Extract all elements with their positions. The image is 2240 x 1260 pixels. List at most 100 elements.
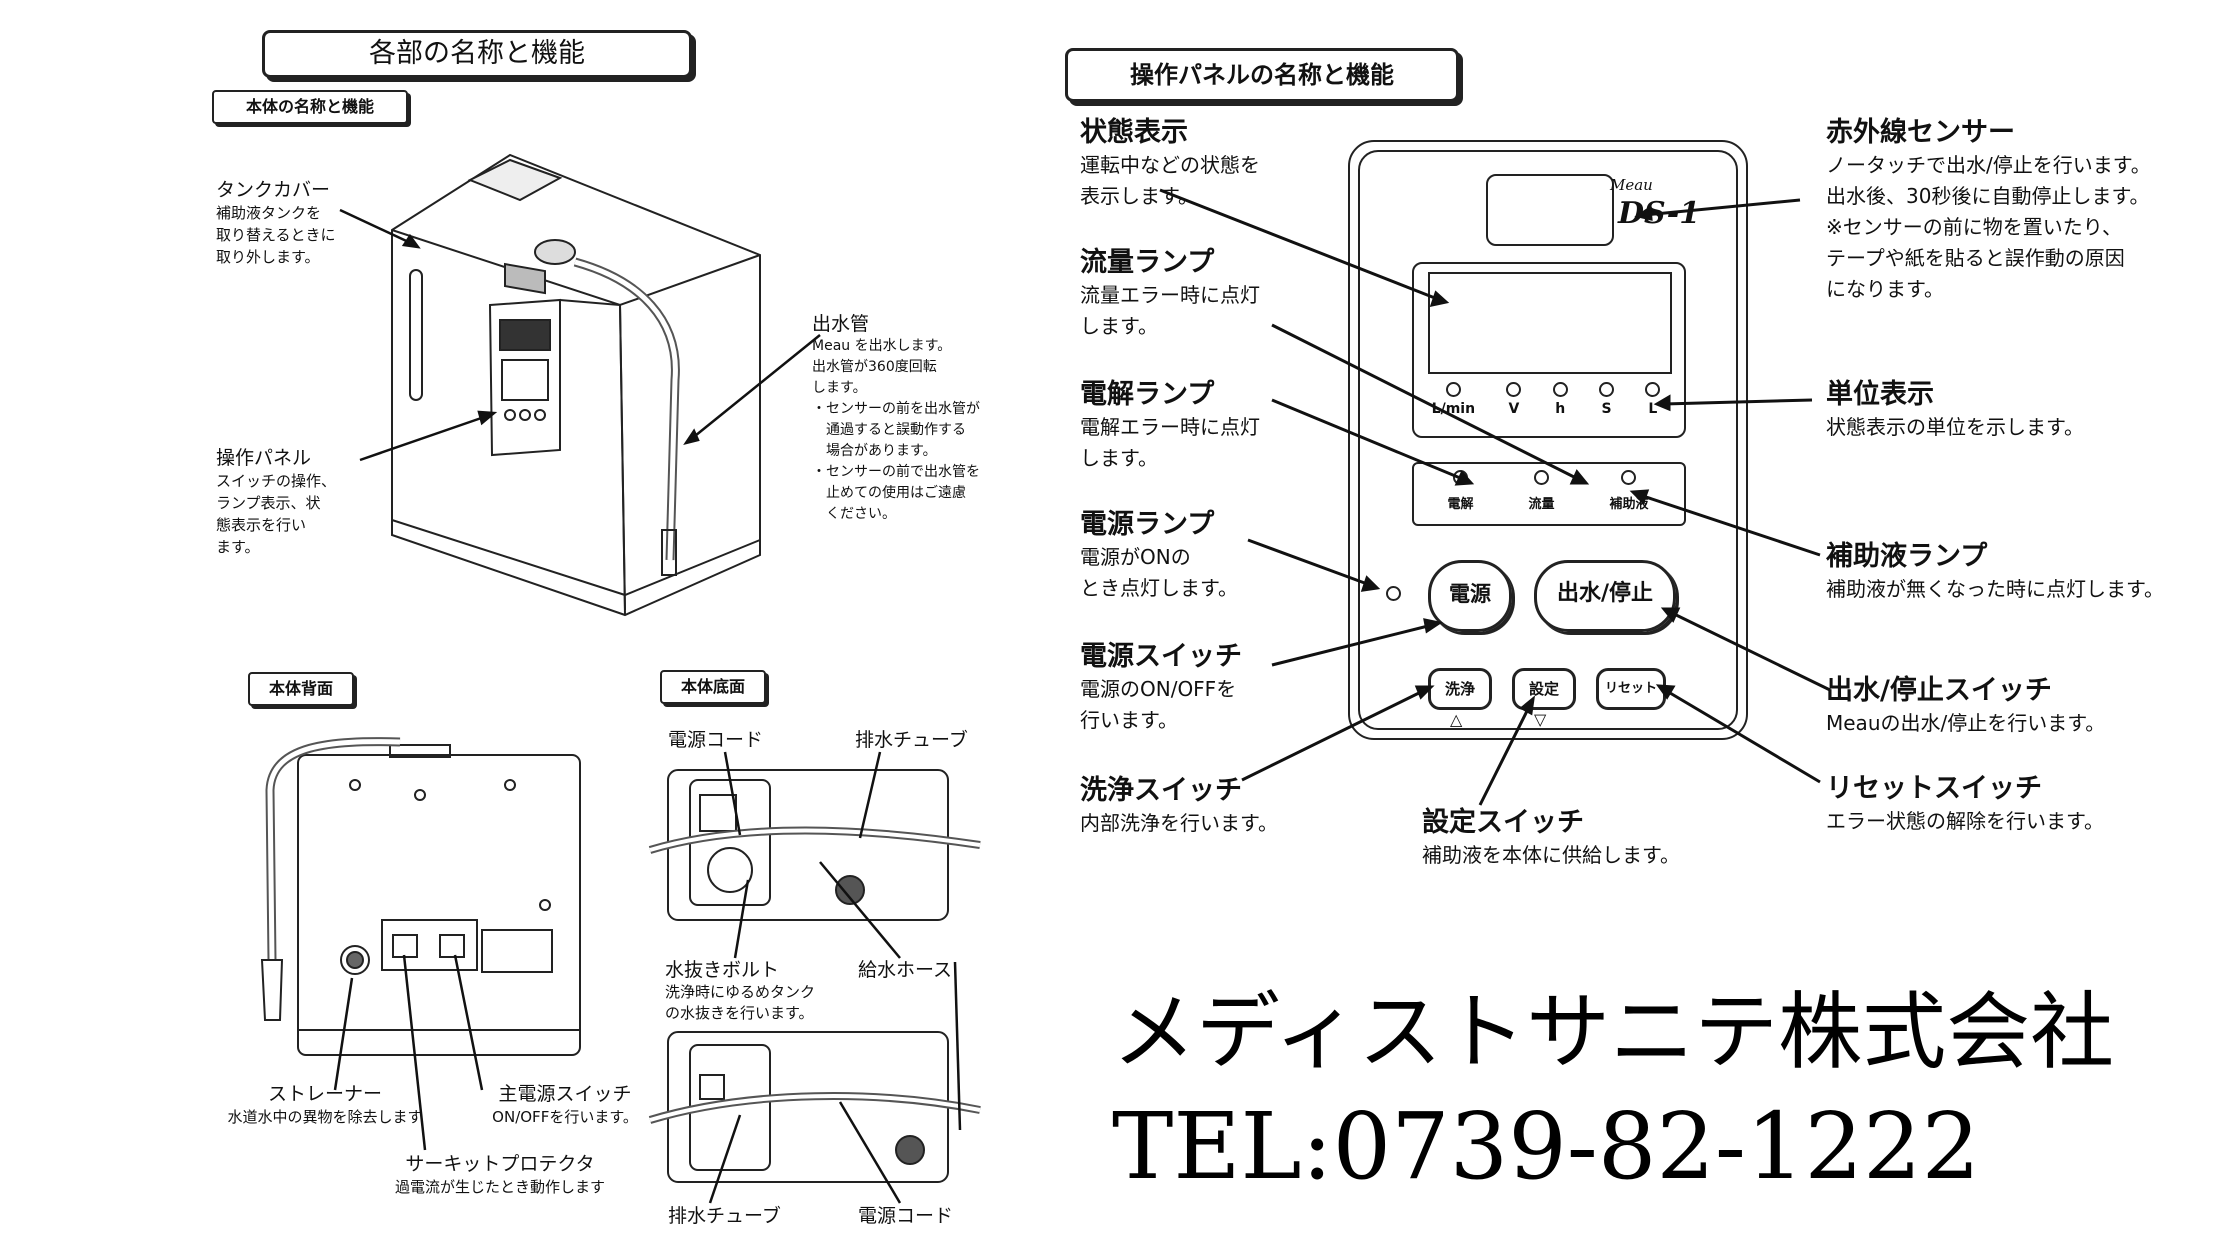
aux-lamp-title: 補助液ランプ [1826, 541, 1988, 572]
electrolysis-lamp-desc-1: 電解エラー時に点灯 [1080, 415, 1260, 439]
lamp-label: 補助液 [1609, 497, 1649, 512]
outlet-pipe-desc-9: ください。 [812, 506, 896, 522]
lamp-electrolysis: 電解 [1447, 470, 1474, 512]
set-switch-label: 設定スイッチ 補助液を本体に供給します。 [1422, 806, 1742, 871]
drain-bolt-title: 水抜きボルト [665, 959, 780, 981]
power-switch-title: 電源スイッチ [1080, 641, 1242, 672]
flow-lamp-title: 流量ランプ [1080, 247, 1215, 278]
unit-label: V [1508, 401, 1520, 417]
wash-switch-title: 洗浄スイッチ [1080, 775, 1242, 806]
error-lamps: 電解 流量 補助液 [1420, 470, 1676, 512]
main-title: 各部の名称と機能 [262, 30, 692, 78]
set-button-label: 設定 [1528, 680, 1559, 698]
unit-lamp [1445, 382, 1461, 397]
power-lamp-label: 電源ランプ 電源がONの とき点灯します。 [1080, 508, 1340, 604]
company-tel: TEL:0739-82-1222 [1112, 1093, 1981, 1200]
company-name: メディストサニテ株式会社 [1112, 983, 2115, 1081]
ir-sensor-desc-5: になります。 [1826, 277, 1944, 301]
power-switch-desc-2: 行います。 [1080, 708, 1178, 732]
unit-label: L/min [1431, 401, 1476, 417]
outlet-pipe-desc-1: Meau を出水します。 [812, 338, 952, 354]
ir-sensor-desc-3: ※センサーの前に物を置いたり、 [1826, 215, 2122, 239]
unit-display-desc: 状態表示の単位を示します。 [1826, 415, 2084, 439]
outlet-pipe-label: 出水管 Meau を出水します。 出水管が360度回転 します。 ・センサーの前… [812, 312, 1012, 525]
back-view-tab: 本体背面 [248, 672, 354, 706]
tank-cover-title: タンクカバー [216, 179, 331, 201]
flow-lamp-desc-2: します。 [1080, 314, 1158, 338]
lamp-label: 流量 [1528, 497, 1555, 512]
lamp-aux: 補助液 [1609, 470, 1649, 512]
outlet-pipe-desc-6: 場合があります。 [812, 443, 937, 459]
outlet-pipe-desc-2: 出水管が360度回転 [812, 359, 937, 375]
circuit-protector-title: サーキットプロテクタ [405, 1153, 595, 1175]
unit-lamp [1645, 382, 1661, 397]
strainer-desc: 水道水中の異物を除去します [227, 1108, 423, 1126]
status-display-label: 状態表示 運転中などの状態を 表示します。 [1080, 116, 1340, 212]
strainer-title: ストレーナー [267, 1083, 382, 1105]
main-power-switch-title: 主電源スイッチ [498, 1083, 632, 1105]
power-cord-bottom-label: 電源コード [858, 1205, 954, 1227]
unit-label: L [1648, 401, 1658, 417]
unit-lamp [1506, 382, 1522, 397]
ir-sensor-window [1486, 174, 1614, 246]
unit-label: h [1555, 401, 1566, 417]
power-button[interactable]: 電源 [1428, 560, 1512, 632]
water-stop-switch-label: 出水/停止スイッチ Meauの出水/停止を行います。 [1826, 674, 2226, 739]
operation-panel-desc-1: スイッチの操作、 [216, 472, 337, 490]
lamp-label: 電解 [1447, 497, 1474, 512]
set-button[interactable]: 設定 [1512, 668, 1576, 710]
wash-switch-label: 洗浄スイッチ 内部洗浄を行います。 [1080, 774, 1340, 839]
reset-button[interactable]: リセット [1596, 668, 1666, 710]
operation-panel-desc-3: 態表示を行い [216, 516, 307, 534]
water-stop-switch-title: 出水/停止スイッチ [1826, 675, 2052, 706]
power-switch-desc-1: 電源のON/OFFを [1080, 677, 1237, 701]
electrolysis-lamp-desc-2: します。 [1080, 446, 1158, 470]
status-display-desc-2: 表示します。 [1080, 184, 1198, 208]
set-switch-title: 設定スイッチ [1422, 807, 1584, 838]
main-power-switch-label: 主電源スイッチ ON/OFFを行います。 [480, 1082, 650, 1127]
circuit-protector-desc: 過電流が生じたとき動作します [394, 1178, 605, 1196]
main-power-switch-desc: ON/OFFを行います。 [492, 1108, 638, 1126]
water-stop-button-label: 出水/停止 [1556, 581, 1654, 606]
flow-lamp-desc-1: 流量エラー時に点灯 [1080, 283, 1260, 307]
drain-bolt-desc-2: の水抜きを行います。 [665, 1004, 814, 1022]
flow-lamp-label: 流量ランプ 流量エラー時に点灯 します。 [1080, 246, 1340, 342]
electrolysis-lamp-title: 電解ランプ [1080, 379, 1215, 410]
ir-sensor-title: 赤外線センサー [1826, 117, 2015, 148]
outlet-pipe-desc-5: 通過すると誤動作する [812, 422, 966, 438]
lamp-flow: 流量 [1528, 470, 1555, 512]
outlet-pipe-desc-8: 止めての使用はご遠慮 [812, 485, 966, 501]
ir-sensor-label: 赤外線センサー ノータッチで出水/停止を行います。 出水後、30秒後に自動停止し… [1826, 116, 2226, 305]
reset-button-label: リセット [1604, 681, 1657, 696]
supply-hose-label: 給水ホース [858, 959, 953, 981]
panel-section-title: 操作パネルの名称と機能 [1065, 48, 1459, 102]
wash-switch-desc: 内部洗浄を行います。 [1080, 811, 1278, 835]
operation-panel-title: 操作パネル [216, 447, 312, 469]
wash-button[interactable]: 洗浄 [1428, 668, 1492, 710]
unit-indicator: L/min [1432, 382, 1475, 417]
tank-cover-desc-2: 取り替えるときに [216, 226, 336, 244]
water-stop-switch-desc: Meauの出水/停止を行います。 [1826, 711, 2106, 735]
unit-lamp [1598, 382, 1614, 397]
unit-indicators: L/min V h S L [1416, 382, 1676, 417]
tank-cover-desc-1: 補助液タンクを [216, 204, 322, 222]
power-cord-top-label: 電源コード [668, 729, 764, 751]
unit-display-label: 単位表示 状態表示の単位を示します。 [1826, 378, 2226, 443]
outlet-pipe-title: 出水管 [812, 313, 870, 335]
strainer-label: ストレーナー 水道水中の異物を除去します [210, 1082, 440, 1127]
ir-sensor-desc-1: ノータッチで出水/停止を行います。 [1826, 153, 2151, 177]
reset-switch-title: リセットスイッチ [1826, 773, 2042, 804]
electrolysis-lamp-label: 電解ランプ 電解エラー時に点灯 します。 [1080, 378, 1340, 474]
lamp-dot [1533, 470, 1549, 485]
bottom-view-tab: 本体底面 [660, 670, 766, 704]
tank-cover-label: タンクカバー 補助液タンクを 取り替えるときに 取り外します。 [216, 178, 396, 268]
ir-sensor-desc-4: テープや紙を貼ると誤作動の原因 [1826, 246, 2125, 270]
power-button-label: 電源 [1449, 582, 1491, 606]
unit-indicator: L [1645, 382, 1661, 417]
status-display-title: 状態表示 [1080, 117, 1188, 148]
lamp-dot [1452, 470, 1468, 485]
unit-display-title: 単位表示 [1826, 379, 1934, 410]
brand-logo: Meau [1610, 176, 1653, 194]
operation-panel-desc-4: ます。 [216, 538, 260, 556]
water-stop-button[interactable]: 出水/停止 [1534, 560, 1676, 632]
